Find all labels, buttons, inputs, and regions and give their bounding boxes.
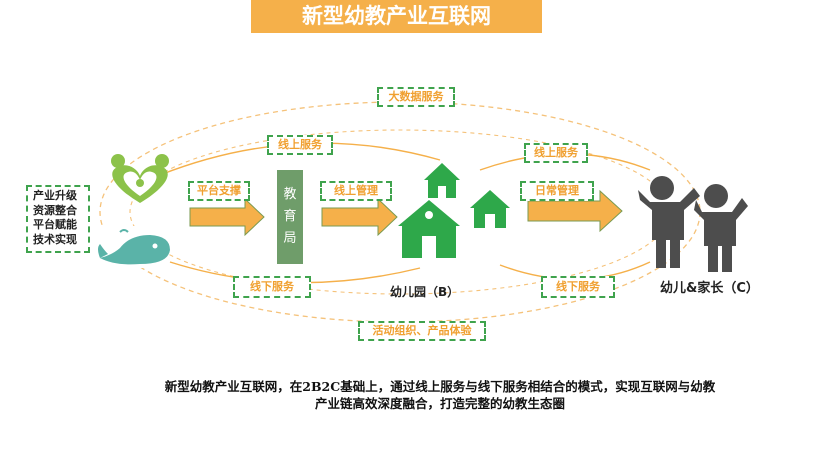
bureau-char: 育 — [283, 209, 297, 224]
capability-line: 技术实现 — [33, 232, 77, 246]
capability-line: 平台赋能 — [33, 218, 77, 231]
kindergarten-buildings-icon — [398, 163, 510, 258]
parent-child-figures-icon — [638, 176, 748, 272]
kindergarten-label: 幼儿园（B） — [390, 285, 460, 299]
arrow-to-bureau-icon — [189, 197, 265, 237]
online-service-label-right: 线上服务 — [524, 143, 588, 163]
offline-service-label-left: 线下服务 — [233, 276, 311, 298]
caption-line-2: 产业链高效深度融合，打造完整的幼教生态圈 — [314, 396, 565, 411]
offline-service-label-right: 线下服务 — [541, 276, 615, 298]
page-title: 新型幼教产业互联网 — [251, 0, 542, 33]
education-bureau-box: 教 育 局 — [277, 170, 303, 264]
caption-line-1: 新型幼教产业互联网，在2B2C基础上，通过线上服务与线下服务相结合的模式，实现互… — [164, 379, 716, 394]
arrow-to-parents-icon — [527, 189, 623, 233]
online-management-label: 线上管理 — [320, 181, 392, 201]
activities-label: 活动组织、产品体验 — [358, 321, 486, 341]
arrow-to-kindergarten-icon — [321, 197, 398, 237]
caption: 新型幼教产业互联网，在2B2C基础上，通过线上服务与线下服务相结合的模式，实现互… — [60, 378, 820, 412]
daily-management-label: 日常管理 — [520, 181, 594, 201]
online-service-label-left: 线上服务 — [267, 135, 333, 155]
capability-line: 资源整合 — [33, 203, 77, 217]
big-data-label: 大数据服务 — [377, 87, 455, 107]
capability-line: 产业升级 — [33, 189, 77, 202]
parents-label: 幼儿&家长（C） — [660, 281, 759, 296]
capability-box: 产业升级 资源整合 平台赋能 技术实现 — [26, 185, 90, 253]
whale-logo-icon — [97, 226, 170, 268]
bureau-char: 局 — [283, 231, 297, 246]
green-logo-icon — [111, 154, 169, 203]
bureau-char: 教 — [283, 187, 297, 202]
platform-support-label: 平台支撑 — [188, 181, 250, 201]
